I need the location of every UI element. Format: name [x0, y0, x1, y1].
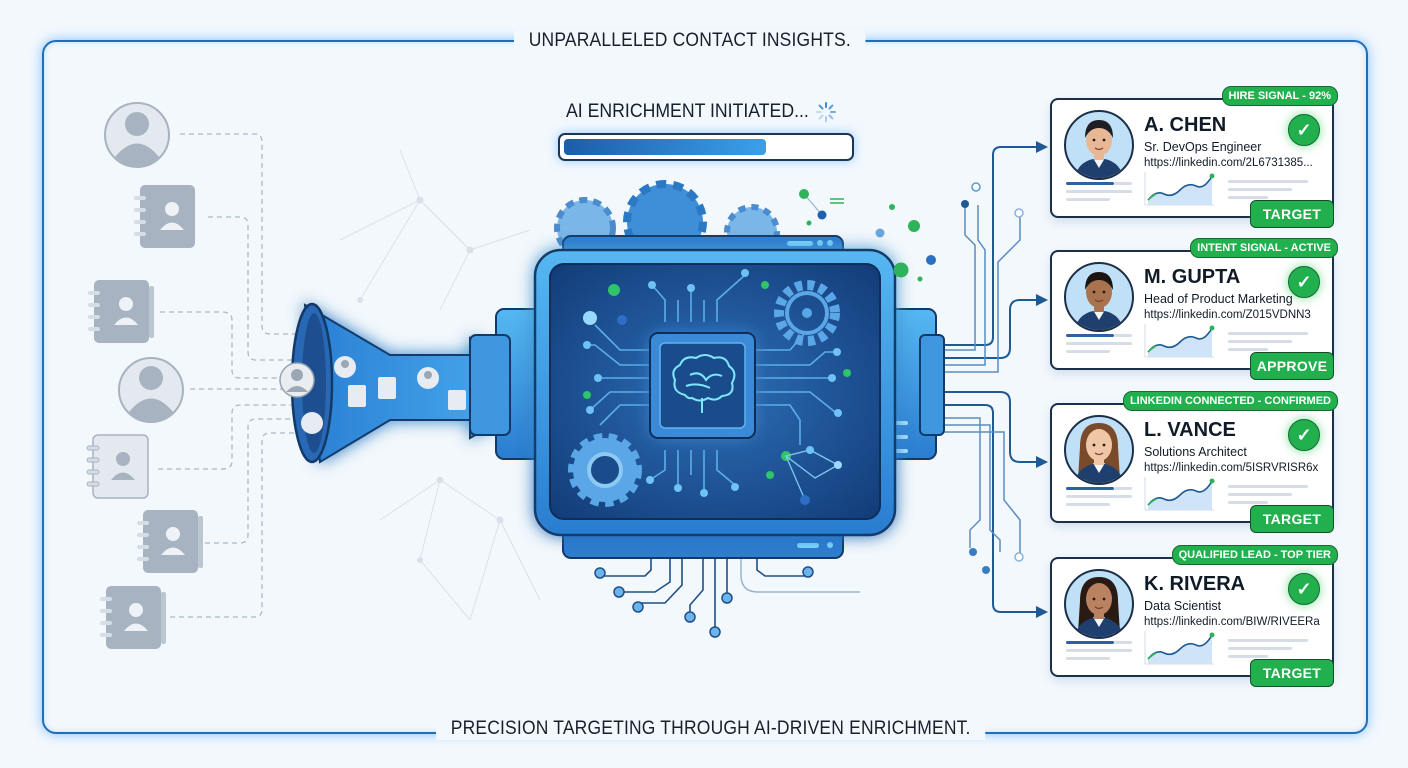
placeholder-line [1228, 647, 1292, 650]
contact-role: Data Scientist [1144, 599, 1222, 613]
output-connectors [944, 146, 1038, 613]
score-bar [1066, 334, 1114, 337]
contact-card-l-vance[interactable]: LINKEDIN CONNECTED - CONFIRMED L. VANCE … [1050, 391, 1338, 533]
target-button[interactable]: TARGET [1250, 505, 1334, 533]
network-background [339, 149, 541, 621]
placeholder-line [1228, 655, 1268, 658]
placeholder-line [1066, 350, 1110, 353]
trend-sparkline [1144, 631, 1215, 665]
placeholder-line [1066, 503, 1110, 506]
person-portrait-icon [1074, 120, 1124, 178]
signal-badge: HIRE SIGNAL - 92% [1221, 86, 1338, 106]
source-person-icon [118, 357, 184, 423]
contact-card-k-rivera[interactable]: QUALIFIED LEAD - TOP TIER K. RIVERA Data… [1050, 545, 1338, 687]
connector-arrowheads [1036, 141, 1048, 618]
placeholder-line [1228, 485, 1308, 488]
avatar [1064, 415, 1134, 485]
signal-badge: INTENT SIGNAL - ACTIVE [1190, 238, 1338, 258]
placeholder-line [1228, 180, 1308, 183]
check-circle-icon: ✓ [1288, 114, 1320, 146]
linkedin-url[interactable]: https://linkedin.com/BIW/RIVEERa [1144, 616, 1320, 628]
placeholder-line [1066, 649, 1132, 652]
check-circle-icon: ✓ [1288, 266, 1320, 298]
loading-spinner-icon [816, 102, 836, 122]
placeholder-line [1228, 501, 1268, 504]
trend-sparkline [1144, 172, 1215, 206]
contact-card-m-gupta[interactable]: INTENT SIGNAL - ACTIVE M. GUPTA Head of … [1050, 238, 1338, 380]
placeholder-line [1066, 190, 1132, 193]
trend-sparkline [1144, 324, 1215, 358]
target-button[interactable]: TARGET [1250, 659, 1334, 687]
placeholder-line [1066, 198, 1110, 201]
progress-fill [564, 139, 766, 155]
score-bar-track [1114, 487, 1132, 490]
signal-badge: LINKEDIN CONNECTED - CONFIRMED [1122, 391, 1338, 411]
source-person-icon [104, 102, 170, 168]
score-bar-track [1114, 182, 1132, 185]
contact-role: Sr. DevOps Engineer [1144, 140, 1262, 154]
person-portrait-icon [1074, 577, 1124, 637]
score-bar [1066, 641, 1114, 644]
check-circle-icon: ✓ [1288, 419, 1320, 451]
placeholder-line [1228, 639, 1308, 642]
contact-name: L. VANCE [1144, 419, 1236, 441]
placeholder-line [1066, 342, 1132, 345]
placeholder-line [1228, 332, 1308, 335]
person-portrait-icon [1074, 272, 1124, 330]
frame-bottom-title: PRECISION TARGETING THROUGH AI-DRIVEN EN… [436, 718, 986, 740]
source-connectors [158, 133, 300, 618]
enrichment-status-label: AI ENRICHMENT INITIATED... [566, 101, 809, 122]
brain-icon [672, 354, 736, 413]
funnel-contacts [279, 356, 510, 434]
contact-role: Solutions Architect [1144, 445, 1247, 459]
placeholder-line [1228, 196, 1268, 199]
placeholder-line [1066, 657, 1110, 660]
trend-sparkline [1144, 477, 1215, 511]
placeholder-line [1066, 495, 1132, 498]
approve-button[interactable]: APPROVE [1250, 352, 1334, 380]
avatar [1064, 569, 1134, 639]
target-button[interactable]: TARGET [1250, 200, 1334, 228]
score-bar [1066, 182, 1114, 185]
linkedin-url[interactable]: https://linkedin.com/2L6731385... [1144, 157, 1313, 169]
enrichment-progress-bar [558, 133, 854, 161]
linkedin-url[interactable]: https://linkedin.com/5ISRVRISR6x [1144, 462, 1319, 474]
data-particles [799, 189, 936, 282]
avatar [1064, 110, 1134, 180]
signal-badge: QUALIFIED LEAD - TOP TIER [1171, 545, 1338, 565]
person-portrait-icon [1074, 423, 1124, 483]
processor-gear-icons [568, 280, 840, 507]
contact-card-a-chen[interactable]: HIRE SIGNAL - 92% A. CHEN Sr. DevOps Eng… [1050, 86, 1338, 228]
score-bar-track [1114, 334, 1132, 337]
check-circle-icon: ✓ [1288, 573, 1320, 605]
avatar [1064, 262, 1134, 332]
placeholder-line [1228, 493, 1292, 496]
placeholder-line [1228, 188, 1292, 191]
side-traces [944, 205, 1021, 555]
contact-name: A. CHEN [1144, 114, 1227, 136]
placeholder-line [1228, 340, 1292, 343]
contact-name: K. RIVERA [1144, 573, 1246, 595]
score-bar [1066, 487, 1114, 490]
source-contact-book-icons [86, 185, 203, 649]
frame-top-title: UNPARALLELED CONTACT INSIGHTS. [514, 30, 866, 52]
contact-role: Head of Product Marketing [1144, 292, 1293, 306]
linkedin-url[interactable]: https://linkedin.com/Z015VDNN3 [1144, 309, 1311, 321]
contact-name: M. GUPTA [1144, 266, 1241, 288]
placeholder-line [1228, 348, 1268, 351]
score-bar-track [1114, 641, 1132, 644]
